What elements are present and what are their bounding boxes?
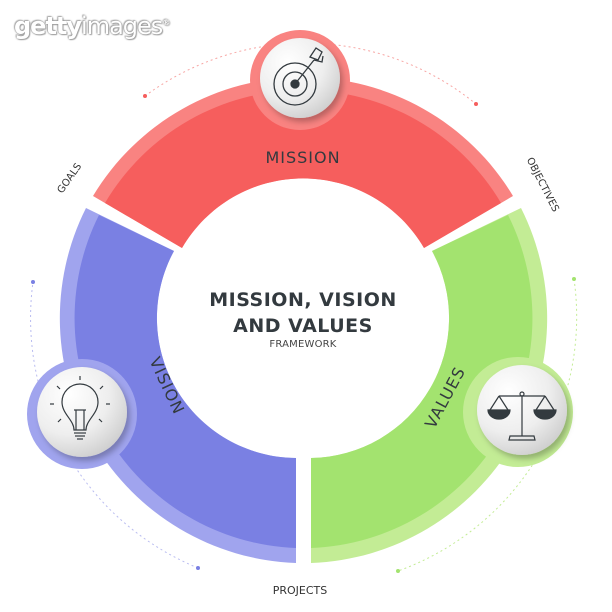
- dotted-arcs: [30, 42, 578, 573]
- goals-label: GOALS: [56, 161, 85, 195]
- vision-icon-button[interactable]: [27, 359, 137, 469]
- values-icon-button[interactable]: [463, 357, 573, 467]
- segment-values[interactable]: [311, 208, 548, 563]
- center-title-line1: MISSION, VISION: [209, 288, 397, 311]
- lightbulb-icon: [50, 376, 110, 440]
- segment-vision[interactable]: [59, 208, 297, 563]
- mission-label: MISSION: [265, 148, 340, 167]
- objectives-label: OBJECTIVES: [524, 156, 561, 214]
- watermark-light: images: [81, 12, 163, 40]
- center-title-block: MISSION, VISION AND VALUES FRAMEWORK: [163, 178, 443, 458]
- target-dart-icon: [273, 47, 324, 106]
- watermark-bold: getty: [14, 12, 82, 40]
- segment-mission[interactable]: [93, 77, 513, 248]
- getty-watermark: gettyimages®: [14, 12, 170, 40]
- balance-scale-icon: [487, 391, 557, 441]
- center-subtitle: FRAMEWORK: [269, 338, 337, 350]
- watermark-mark: ®: [162, 18, 170, 27]
- projects-label: PROJECTS: [273, 584, 328, 597]
- center-title-line2: AND VALUES: [233, 314, 373, 337]
- mission-icon-button[interactable]: [250, 30, 350, 130]
